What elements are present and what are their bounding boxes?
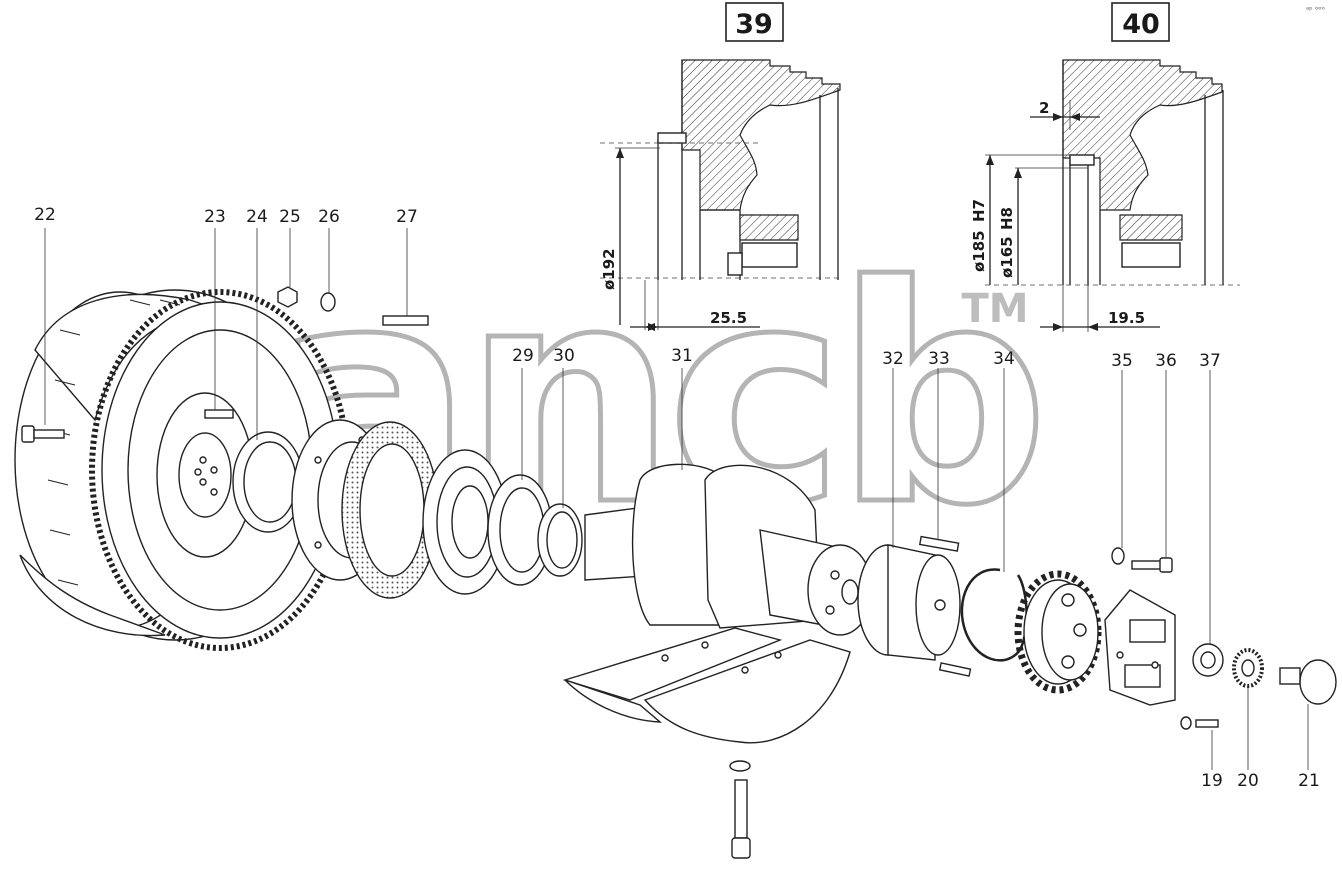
- crank-gear: [1014, 570, 1102, 694]
- callout-30: 30: [553, 346, 575, 366]
- callout-37: 37: [1199, 351, 1221, 371]
- detail-40-diameter-1: ø185: [970, 230, 988, 272]
- callout-33: 33: [928, 349, 950, 369]
- callout-35: 35: [1111, 351, 1133, 371]
- nut-25: [277, 286, 298, 308]
- callout-20: 20: [1237, 771, 1259, 791]
- detail-39-diameter: ø192: [600, 248, 618, 290]
- callout-22: 22: [34, 205, 56, 225]
- callout-25: 25: [279, 207, 301, 227]
- detail-40-offset: 2: [1039, 99, 1049, 117]
- callout-19: 19: [1201, 771, 1223, 791]
- crankshaft-31: [584, 463, 873, 636]
- detail-39-width: 25.5: [710, 309, 747, 327]
- callout-labels: 22 23 24 25 26 27 29 30 31 32 33 34 35 3…: [34, 205, 1320, 791]
- bottom-bolt: [729, 760, 751, 859]
- washer-35: [1111, 547, 1125, 565]
- detail-39-section: [600, 59, 841, 331]
- counterweight-bracket: [1104, 589, 1176, 706]
- pin-21: [1279, 659, 1337, 705]
- detail-40-section: [985, 59, 1240, 332]
- ring-30: [537, 503, 583, 577]
- bolt-19: [1195, 719, 1219, 728]
- callout-23: 23: [204, 207, 226, 227]
- bolt-36: [1131, 557, 1173, 573]
- ball-bearing: [422, 449, 508, 595]
- detail-40-tol-1: H7: [970, 199, 988, 222]
- detail-40-label: 40: [1122, 9, 1160, 40]
- detail-40-tol-2: H8: [998, 207, 1016, 230]
- ring-29: [487, 474, 553, 586]
- detail-40-diameter-2: ø165: [998, 236, 1016, 278]
- pin-33: [918, 535, 960, 552]
- pin-lower: [938, 662, 972, 677]
- watermark-trademark: TM: [961, 286, 1028, 332]
- washer-37: [1192, 643, 1224, 677]
- sleeve-32: [857, 544, 961, 661]
- stud-23: [204, 409, 234, 419]
- leader-lines: [44, 228, 1309, 770]
- stud-27: [382, 315, 429, 326]
- callout-34: 34: [993, 349, 1015, 369]
- corner-mark: ᵃᵖ ᵒᵒᵒ: [1306, 5, 1325, 14]
- washer-26: [320, 292, 336, 312]
- detail-40: 40: [970, 2, 1240, 332]
- callout-31: 31: [671, 346, 693, 366]
- callout-26: 26: [318, 207, 340, 227]
- callout-36: 36: [1155, 351, 1177, 371]
- needle-bearing-20: [1232, 648, 1264, 688]
- washer-19: [1180, 716, 1192, 730]
- callout-24: 24: [246, 207, 268, 227]
- counterweights: [562, 627, 851, 744]
- callout-27: 27: [396, 207, 418, 227]
- detail-40-box: [1111, 2, 1170, 42]
- detail-39-label: 39: [735, 9, 773, 40]
- bolt-22: [21, 425, 65, 443]
- callout-29: 29: [512, 346, 534, 366]
- callout-32: 32: [882, 349, 904, 369]
- gasket: [341, 421, 439, 599]
- detail-40-width: 19.5: [1108, 309, 1145, 327]
- flywheel-assembly: [14, 289, 351, 651]
- detail-39-box: [725, 2, 784, 42]
- detail-39: 39 ø192 25.5: [600, 2, 841, 331]
- callout-21: 21: [1298, 771, 1320, 791]
